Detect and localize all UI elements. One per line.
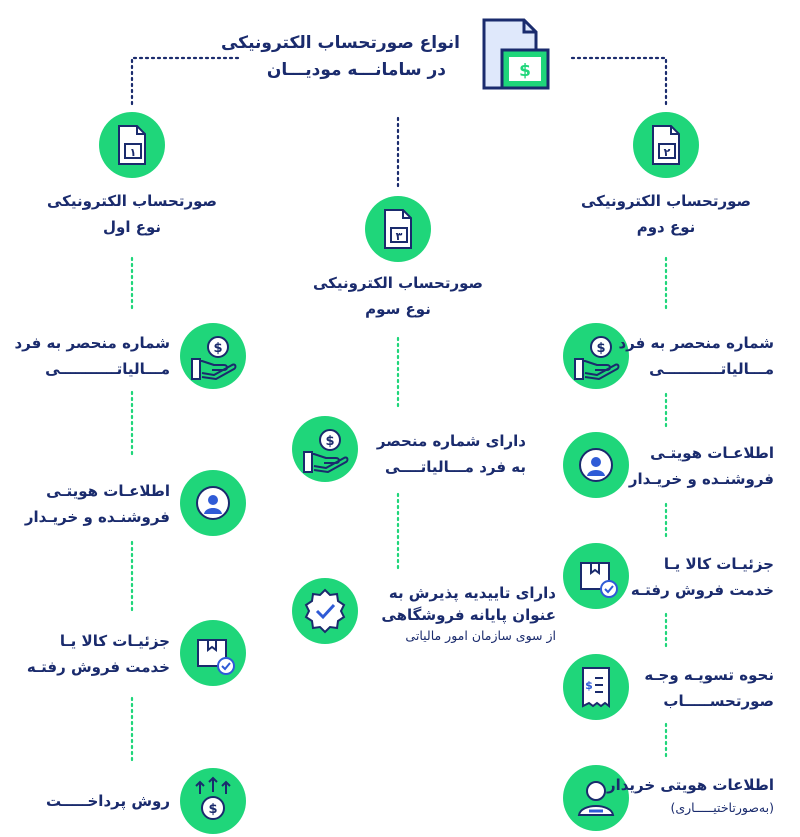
invoice-dollar-icon: $: [478, 16, 554, 92]
user-identity-icon: [180, 470, 246, 536]
type-second-number: ۲: [664, 146, 671, 159]
type-third-icon: ۳: [365, 196, 431, 262]
hand-dollar-icon: $: [292, 416, 358, 482]
buyer-user-icon: [563, 765, 629, 831]
svg-text:$: $: [585, 679, 593, 692]
right-item-3-text: جزئیـات کالا یـا خدمت فروش رفتـه: [630, 555, 774, 599]
svg-text:$: $: [208, 802, 217, 817]
approved-badge-icon: [292, 578, 358, 644]
type-second-line1: صورتحساب الکترونیکی: [580, 192, 752, 210]
right-item-1-text: شماره منحصر به فرد مـــالیاتـــــــــــی: [618, 334, 774, 378]
header-title-line2: در سامانـــه مودیـــان: [266, 60, 446, 80]
left-item-3-text: جزئیـات کالا یـا خدمت فروش رفتـه: [26, 632, 170, 676]
payment-coin-icon: $: [180, 768, 246, 834]
header-title: انواع صورتحساب الکترونیکی در سامانـــه م…: [221, 30, 460, 84]
type-third-label: صورتحساب الکترونیکی نوع سوم: [308, 270, 488, 322]
type-third-line2: نوع سوم: [365, 300, 431, 318]
type-second-icon: ۲: [633, 112, 699, 178]
right-item-4-text: نحوه تسویـه وجـه صورتحســـــاب: [644, 666, 774, 710]
type-third-line1: صورتحساب الکترونیکی: [312, 274, 484, 292]
middle-item-2-text: دارای تاییدیه پذیرش به عنوان پایانه فروش…: [381, 584, 556, 643]
right-item-2-text: اطلاعـات هویتـی فروشنـده و خریـدار: [628, 444, 774, 488]
type-second-label: صورتحساب الکترونیکی نوع دوم: [576, 188, 756, 240]
hand-dollar-icon: $: [563, 323, 629, 389]
receipt-list-icon: $: [563, 654, 629, 720]
type-first-number: ۱: [130, 146, 137, 159]
type-second-line2: نوع دوم: [636, 218, 696, 236]
user-identity-icon: [563, 432, 629, 498]
type-third-number: ۳: [396, 230, 403, 243]
svg-text:$: $: [325, 434, 334, 449]
right-item-5-text: اطلاعات هویتی خریدار (بەصورتاختیـــــاری…: [606, 776, 774, 815]
type-first-line1: صورتحساب الکترونیکی: [46, 192, 218, 210]
left-item-4-text: روش پرداخـــــت: [45, 792, 170, 810]
hand-dollar-icon: $: [180, 323, 246, 389]
type-first-label: صورتحساب الکترونیکی نوع اول: [42, 188, 222, 240]
goods-box-icon: [563, 543, 629, 609]
svg-text:$: $: [519, 61, 531, 81]
type-first-icon: ۱: [99, 112, 165, 178]
middle-item-1-text: دارای شماره منحصر به فرد مـــالیاتــــی: [376, 432, 526, 476]
left-item-2-text: اطلاعـات هویتـی فروشنـده و خریـدار: [24, 482, 170, 526]
type-first-line2: نوع اول: [103, 218, 161, 236]
svg-text:$: $: [596, 341, 605, 356]
header-title-line1: انواع صورتحساب الکترونیکی: [220, 33, 460, 53]
left-item-1-text: شماره منحصر به فرد مـــالیاتـــــــــــی: [14, 334, 170, 378]
goods-box-icon: [180, 620, 246, 686]
svg-text:$: $: [213, 341, 222, 356]
